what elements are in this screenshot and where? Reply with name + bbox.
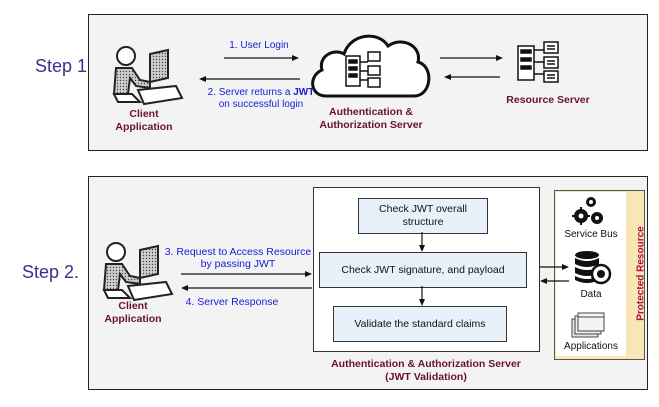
auth-server-label: Authentication & Authorization Server [319, 106, 423, 131]
database-icon [575, 251, 612, 285]
data-label: Data [580, 289, 602, 300]
step2-client-label: Client Application [104, 300, 162, 325]
check-signature-box: Check JWT signature, and payload [319, 252, 527, 288]
service-bus-label: Service Bus [564, 229, 618, 240]
windows-icon [571, 312, 605, 338]
validation-caption: Authentication & Authorization Server(JW… [331, 358, 521, 383]
gears-icon [572, 197, 603, 225]
cloud-icon [311, 34, 431, 98]
step1-client-label: Client Application [115, 108, 173, 133]
check-structure-box: Check JWT overall structure [358, 198, 488, 234]
user-at-computer-icon [112, 46, 184, 106]
validate-claims-box: Validate the standard claims [333, 306, 507, 342]
step1-label: Step 1. [35, 56, 93, 76]
user-at-computer-icon [102, 242, 174, 302]
server-icon [517, 41, 559, 83]
response-label: 4. Server Response [185, 296, 279, 308]
resource-server-label: Resource Server [506, 94, 590, 106]
applications-label: Applications [564, 341, 618, 352]
step1-login-label: 1. User Login [229, 40, 289, 51]
step2-label: Step 2. [22, 262, 80, 282]
